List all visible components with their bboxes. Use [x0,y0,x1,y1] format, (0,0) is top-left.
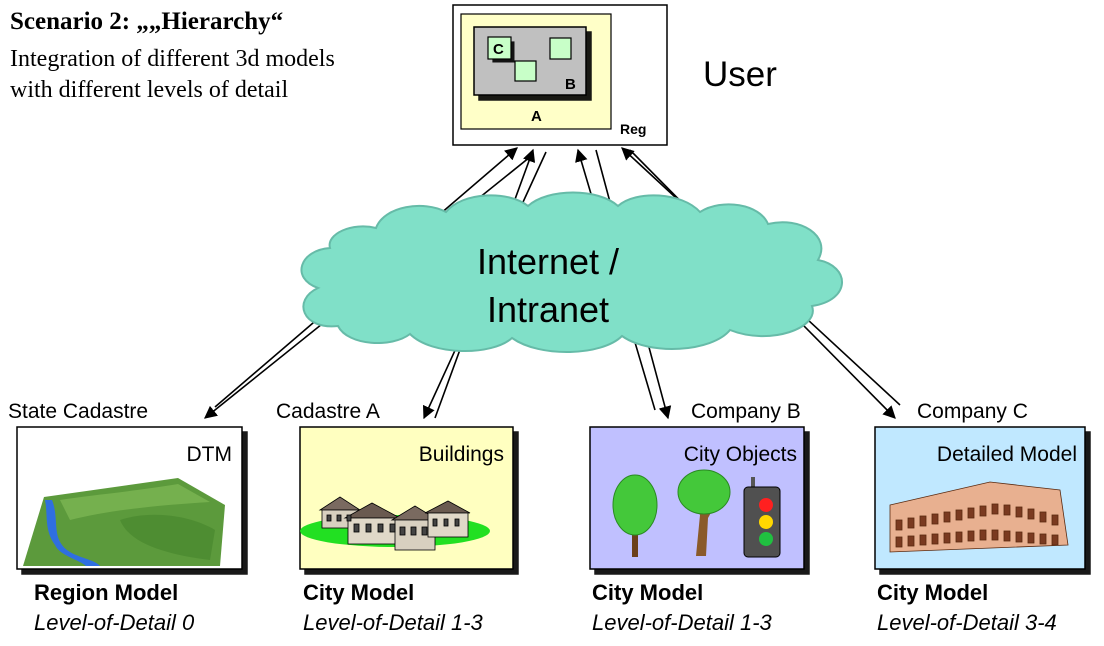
panel-detailed-model [874,426,1086,570]
user-box-a-label: A [531,108,542,125]
scenario-description: Integration of different 3d models with … [10,46,335,103]
tree-2-image [677,469,731,556]
provider-label-state-cadastre: State Cadastre [8,400,149,423]
colosseum-image [889,481,1069,553]
panel-dtm [16,426,243,570]
user-box-center [514,60,537,82]
reg-label: Reg [620,121,646,137]
panel-title-buildings: Buildings [419,443,504,466]
internet-cloud [300,191,843,353]
user-box-b-label: B [565,76,576,93]
houses-image [318,496,471,551]
panel-city-objects [589,426,805,570]
user-label: User [703,55,777,94]
user-box-c-label: C [493,41,504,58]
traffic-light-image [743,477,781,558]
caption-model-company-c: City Model [877,580,989,605]
caption-model-company-b: City Model [592,580,704,605]
caption-model-region: Region Model [34,580,179,605]
cloud-text-line-1: Internet / [476,241,620,282]
cloud-text: Internet / Intranet [398,238,698,334]
panel-title-detailed-model: Detailed Model [937,443,1077,466]
caption-lod-company-b: Level-of-Detail 1-3 [592,610,772,635]
user-box [452,4,668,146]
river [45,500,100,566]
user-box-c [487,36,512,60]
panel-title-city-objects: City Objects [684,443,797,466]
provider-label-cadastre-a: Cadastre A [276,400,380,423]
panel-buildings [299,426,514,570]
caption-model-cadastre-a: City Model [303,580,415,605]
cloud-text-line-2: Intranet [486,289,610,330]
panel-title-dtm: DTM [187,443,233,466]
provider-label-company-b: Company B [691,400,801,423]
caption-lod-cadastre-a: Level-of-Detail 1-3 [303,610,483,635]
tree-1-image [612,474,658,557]
user-box-b [549,37,572,60]
scenario-title: Scenario 2: „„Hierarchy“ [10,8,284,35]
caption-lod-region: Level-of-Detail 0 [34,610,195,635]
provider-label-company-c: Company C [917,400,1028,423]
caption-lod-company-c: Level-of-Detail 3-4 [877,610,1057,635]
